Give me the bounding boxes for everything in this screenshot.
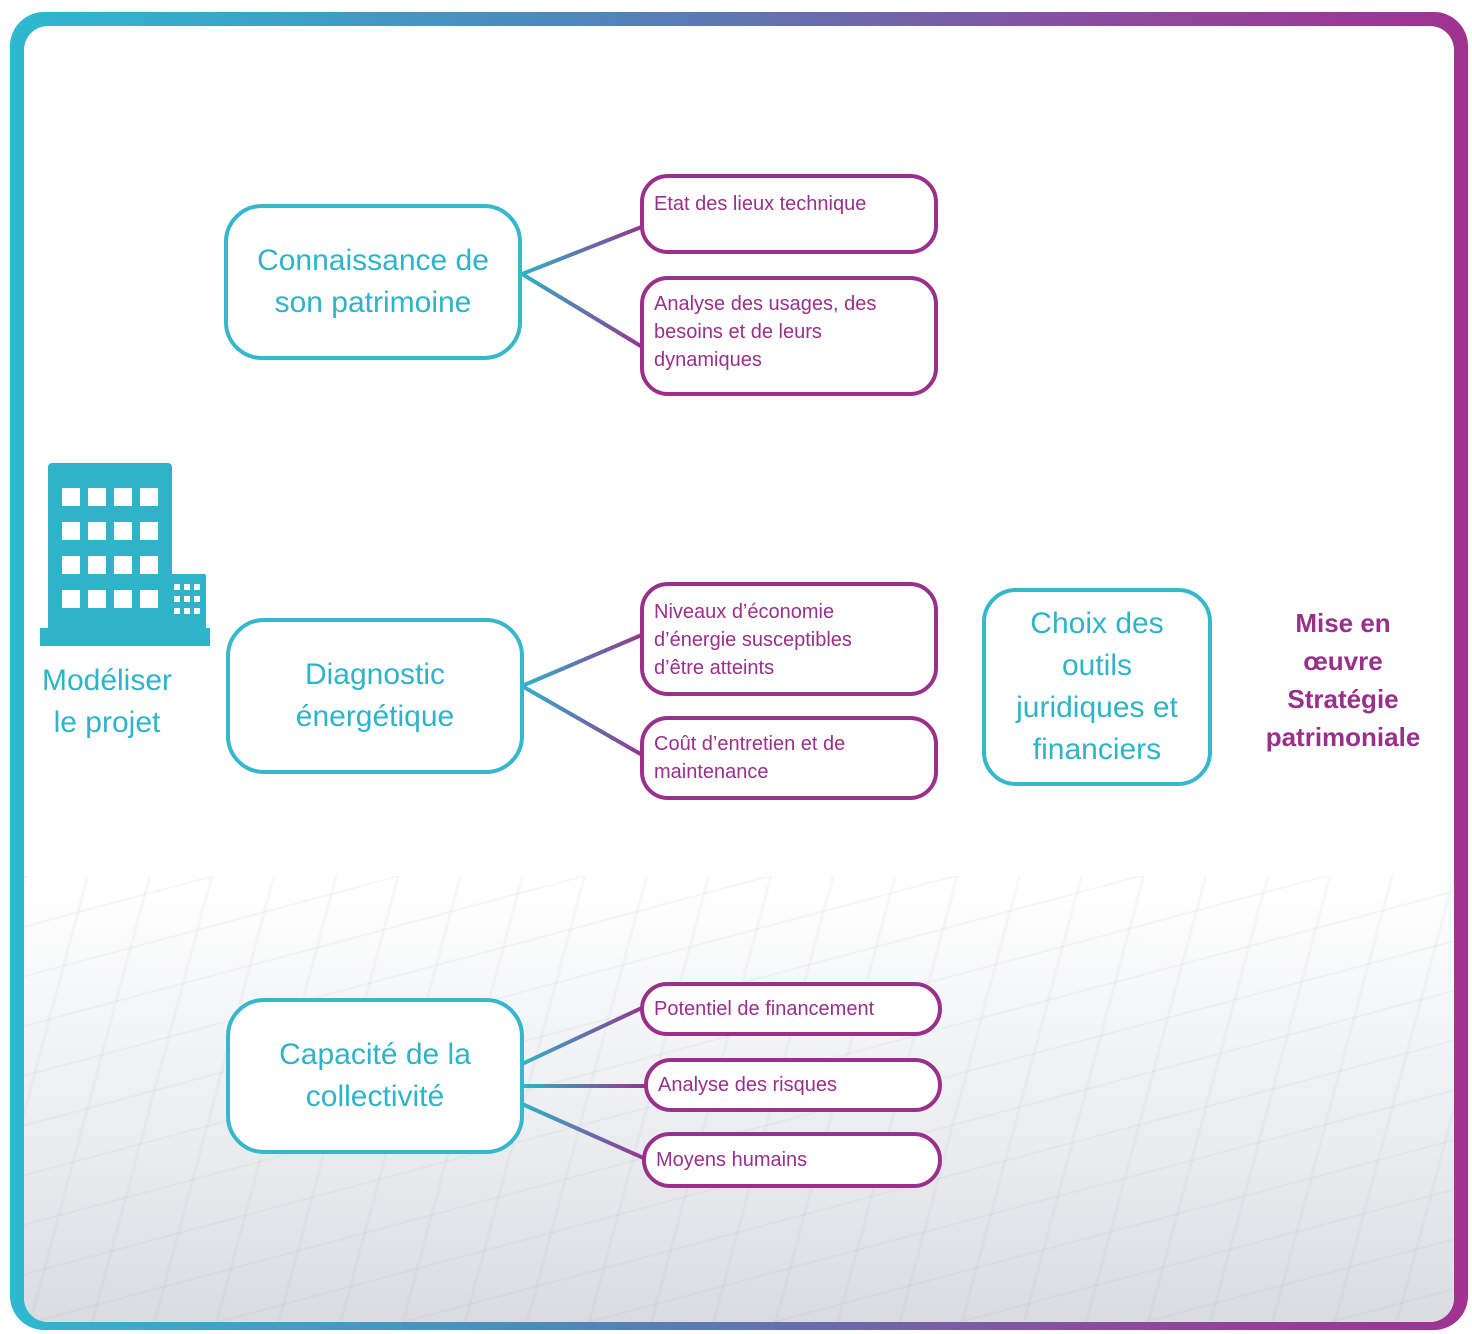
main-node-capacite: Capacité de la collectivité bbox=[226, 998, 524, 1154]
leaf-node-financement: Potentiel de financement bbox=[640, 982, 942, 1036]
connector-line bbox=[521, 1004, 647, 1066]
leaf-node-risques: Analyse des risques bbox=[644, 1058, 942, 1112]
leaf-node-etat-lieux: Etat des lieux technique bbox=[640, 174, 938, 254]
building-label: Modéliser le projet bbox=[41, 664, 173, 739]
main-node-patrimoine: Connaissance de son patrimoine bbox=[224, 204, 522, 360]
leaf-node-economie: Niveaux d’économie d’énergie susceptible… bbox=[640, 582, 938, 696]
main-node-diagnostic: Diagnostic énergétique bbox=[226, 618, 524, 774]
leaf-node-entretien: Coût d’entretien et de maintenance bbox=[640, 716, 938, 800]
leaf-node-moyens: Moyens humains bbox=[642, 1132, 942, 1188]
connector-line bbox=[521, 224, 645, 276]
result-label: Mise en œuvre Stratégie patrimoniale bbox=[1265, 608, 1421, 752]
leaf-node-usages: Analyse des usages, des besoins et de le… bbox=[640, 276, 938, 396]
connector-line bbox=[521, 684, 645, 758]
connector-line bbox=[521, 632, 645, 688]
choice-node: Choix des outils juridiques et financier… bbox=[982, 588, 1212, 786]
connector-line bbox=[521, 1102, 649, 1162]
connector-line bbox=[520, 272, 646, 350]
